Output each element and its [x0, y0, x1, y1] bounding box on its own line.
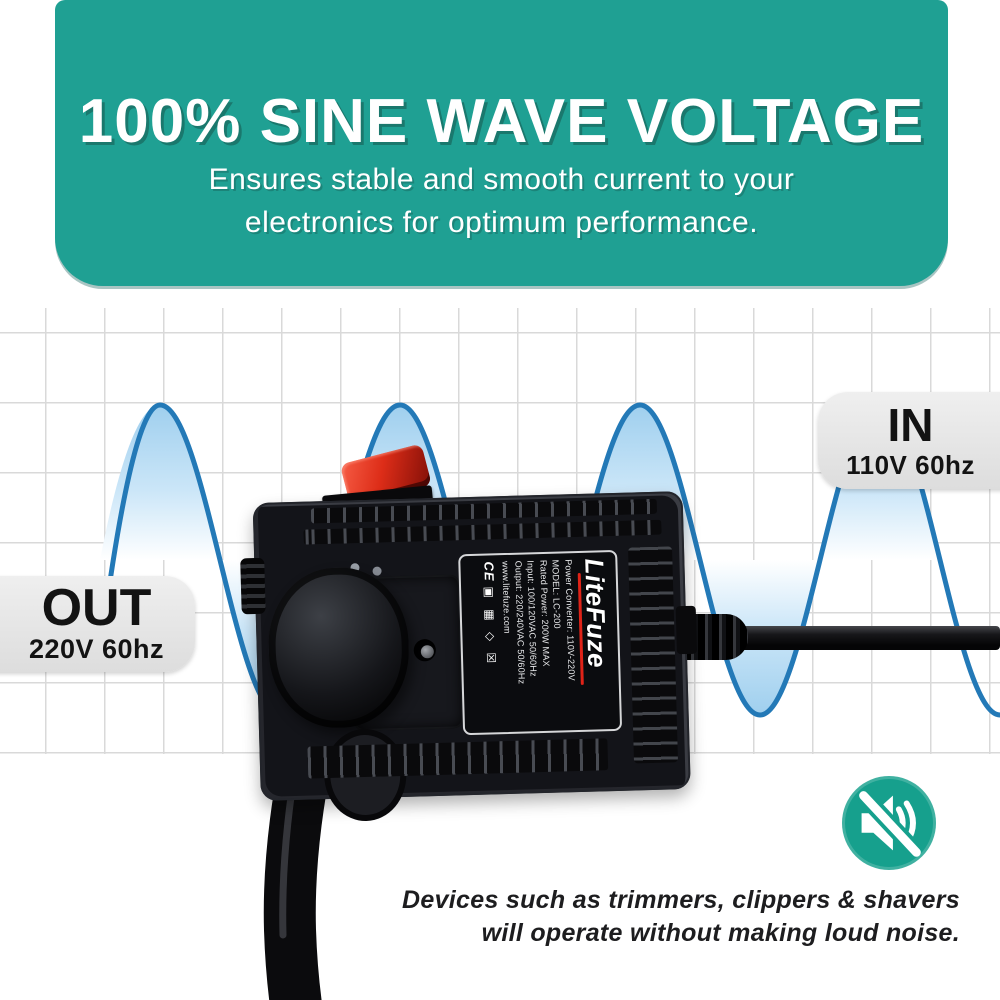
mute-badge: [842, 776, 936, 870]
in-voltage-value: 110V 60hz: [846, 450, 975, 480]
headline-subtitle-line2: electronics for optimum performance.: [244, 206, 759, 239]
vent-slots-side: [628, 546, 679, 764]
out-voltage-value: 220V 60hz: [28, 634, 165, 664]
device-spec-label: LiteFuze Power Converter: 110V-220V MODE…: [458, 549, 623, 736]
footer-caption-line1: Devices such as trimmers, clippers & sha…: [402, 886, 960, 914]
brand-logo: LiteFuze: [579, 558, 613, 669]
spec-label-content: LiteFuze Power Converter: 110V-220V MODE…: [458, 552, 616, 735]
plug: [266, 565, 411, 823]
fuse-holder: [240, 557, 266, 615]
certification-marks: CE ▣ ▦ ◇ ☒: [481, 561, 501, 734]
out-voltage-label: OUT 220V 60hz: [0, 576, 195, 672]
footer-caption-line2: will operate without making loud noise.: [481, 919, 960, 947]
ce-mark-icon: CE: [481, 561, 497, 582]
footer-caption: Devices such as trimmers, clippers & sha…: [402, 884, 960, 950]
voltage-converter: LiteFuze Power Converter: 110V-220V MODE…: [240, 434, 699, 823]
headline-subtitle-line1: Ensures stable and smooth current to you…: [208, 163, 795, 196]
cord-inlet: [675, 605, 698, 655]
headline-banner: 100% SINE WAVE VOLTAGE Ensures stable an…: [55, 0, 948, 286]
in-voltage-label: IN 110V 60hz: [818, 392, 1000, 489]
in-title: IN: [887, 399, 934, 451]
muted-speaker-icon: [857, 789, 923, 859]
cert-glyph-icons: ▣ ▦ ◇ ☒: [482, 586, 499, 668]
headline-title: 100% SINE WAVE VOLTAGE: [78, 87, 925, 156]
out-title: OUT: [41, 579, 152, 637]
